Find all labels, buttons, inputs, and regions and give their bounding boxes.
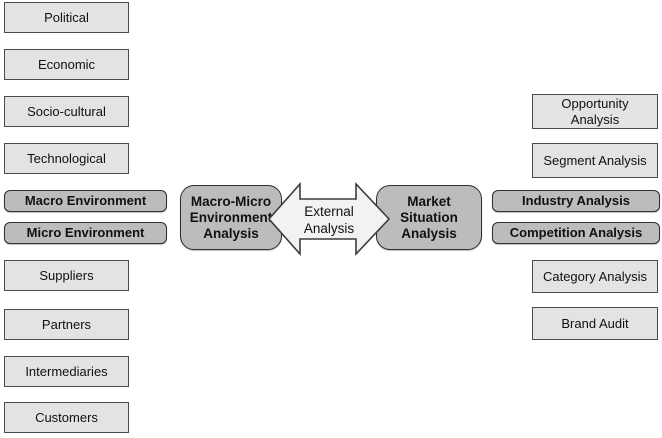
box-customers: Customers [4,402,129,433]
box-political: Political [4,2,129,33]
box-socio-cultural: Socio-cultural [4,96,129,127]
box-competition-analysis: Competition Analysis [492,222,660,244]
box-partners: Partners [4,309,129,340]
box-macro-micro-environment-analysis: Macro-Micro Environment Analysis [180,185,282,250]
box-brand-audit: Brand Audit [532,307,658,340]
box-economic: Economic [4,49,129,80]
box-opportunity-analysis: Opportunity Analysis [532,94,658,129]
box-category-analysis: Category Analysis [532,260,658,293]
box-suppliers: Suppliers [4,260,129,291]
arrow-label-external-analysis: External Analysis [303,204,355,236]
box-technological: Technological [4,143,129,174]
box-macro-environment: Macro Environment [4,190,167,212]
double-arrow-icon [267,181,391,257]
box-segment-analysis: Segment Analysis [532,143,658,178]
box-micro-environment: Micro Environment [4,222,167,244]
box-industry-analysis: Industry Analysis [492,190,660,212]
box-intermediaries: Intermediaries [4,356,129,387]
